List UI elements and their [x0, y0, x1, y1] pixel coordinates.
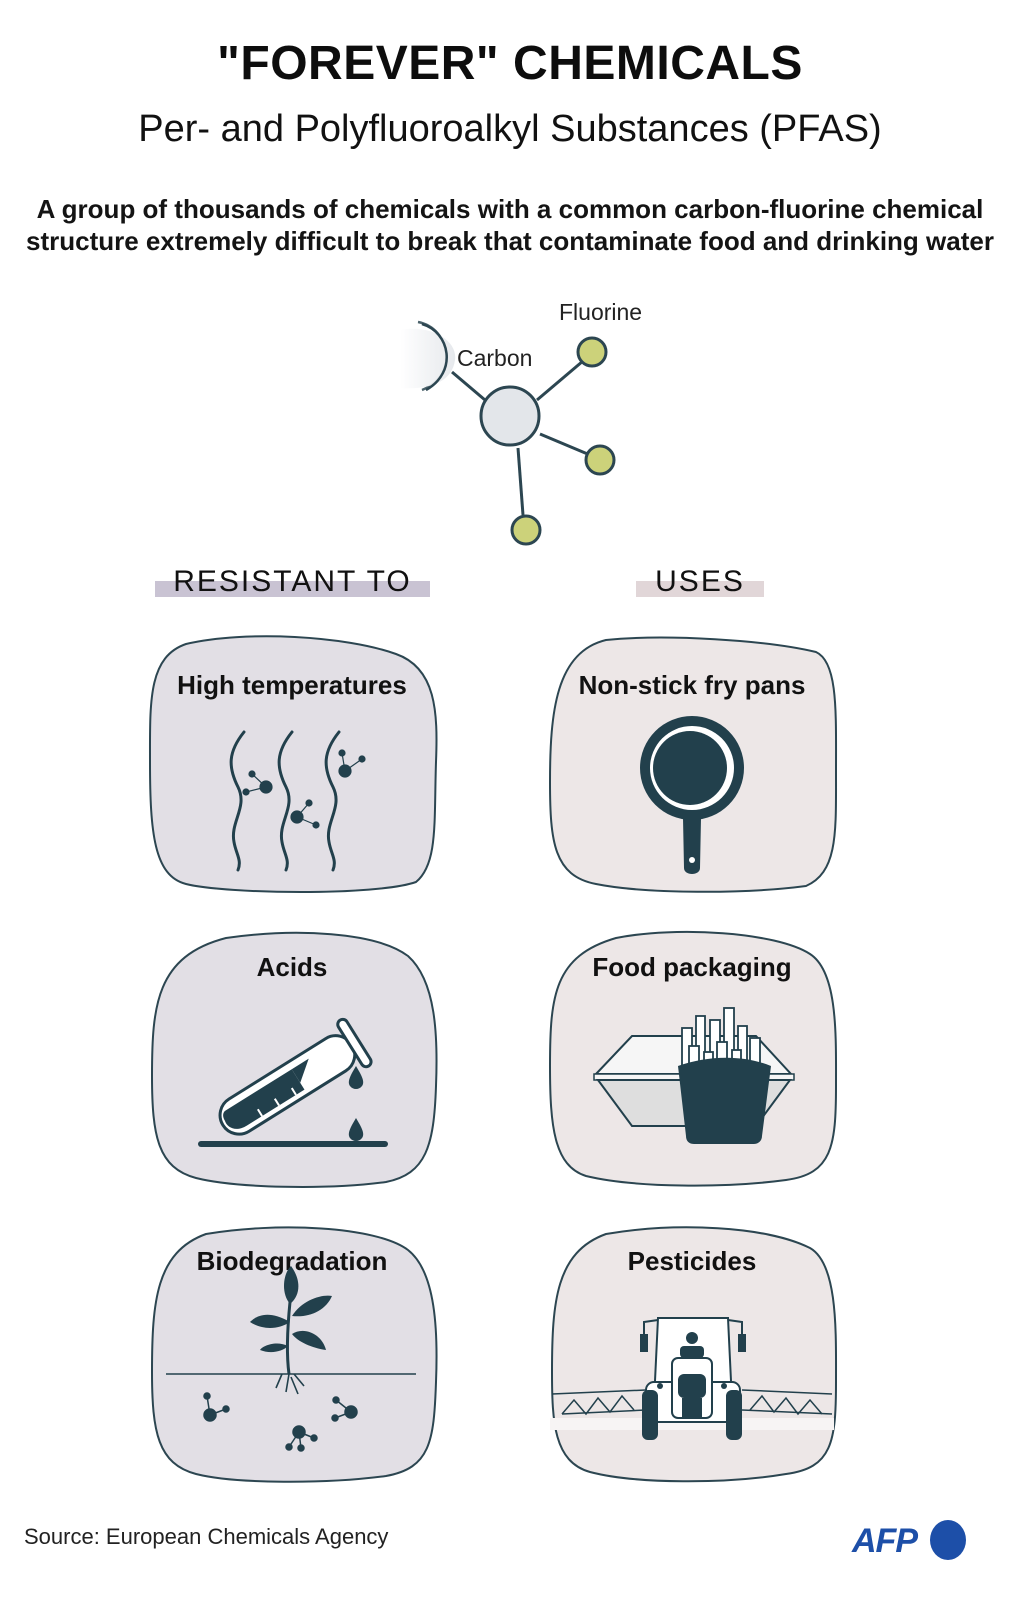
- description: A group of thousands of chemicals with a…: [20, 193, 1000, 257]
- plant-soil-molecules-icon: [166, 1266, 416, 1452]
- afp-logo-text: AFP: [852, 1522, 918, 1560]
- subtitle: Per- and Polyfluoroalkyl Substances (PFA…: [138, 108, 882, 150]
- card-label: Acids: [256, 952, 328, 982]
- tractor-sprayer-icon: [550, 1317, 834, 1440]
- section-label: RESISTANT TO: [173, 565, 412, 598]
- section-header-resistant: RESISTANT TO: [155, 565, 430, 601]
- card-pesticides: Pesticides: [546, 1222, 838, 1484]
- section-label: USES: [655, 565, 745, 598]
- card-acids: Acids: [146, 926, 438, 1188]
- main-title: "FOREVER" CHEMICALS: [217, 37, 803, 90]
- card-label: Non-stick fry pans: [578, 670, 806, 700]
- card-shape: [148, 635, 438, 893]
- fries-box-icon: [593, 1007, 795, 1144]
- card-biodegradation: Biodegradation: [146, 1222, 438, 1484]
- carbon-fluorine-molecule-diagram: Carbon Fluorine: [400, 290, 643, 560]
- card-non-stick-fry-pans: Non-stick fry pans: [546, 632, 838, 894]
- afp-logo: AFP: [852, 1520, 972, 1564]
- heat-waves-molecules-icon: [229, 730, 366, 872]
- section-bar: [636, 581, 764, 597]
- molecule-icon: [400, 320, 616, 546]
- afp-logo-dot-icon: [930, 1520, 966, 1560]
- card-high-temperatures: High temperatures: [146, 632, 438, 894]
- frying-pan-icon: [640, 716, 744, 874]
- section-bar: [155, 581, 430, 597]
- section-header-uses: USES: [636, 565, 764, 601]
- card-shape: [150, 1226, 438, 1483]
- card-label: Food packaging: [592, 952, 792, 982]
- card-food-packaging: Food packaging: [546, 926, 838, 1188]
- card-label: Pesticides: [627, 1246, 757, 1276]
- description-line-1: A group of thousands of chemicals with a…: [36, 194, 984, 224]
- description-line-2: structure extremely difficult to break t…: [26, 226, 994, 256]
- test-tube-acid-icon: [198, 1017, 388, 1147]
- fluorine-label: Fluorine: [559, 299, 643, 325]
- card-label: High temperatures: [177, 670, 407, 700]
- source-credit: Source: European Chemicals Agency: [24, 1524, 389, 1549]
- carbon-label: Carbon: [457, 345, 533, 371]
